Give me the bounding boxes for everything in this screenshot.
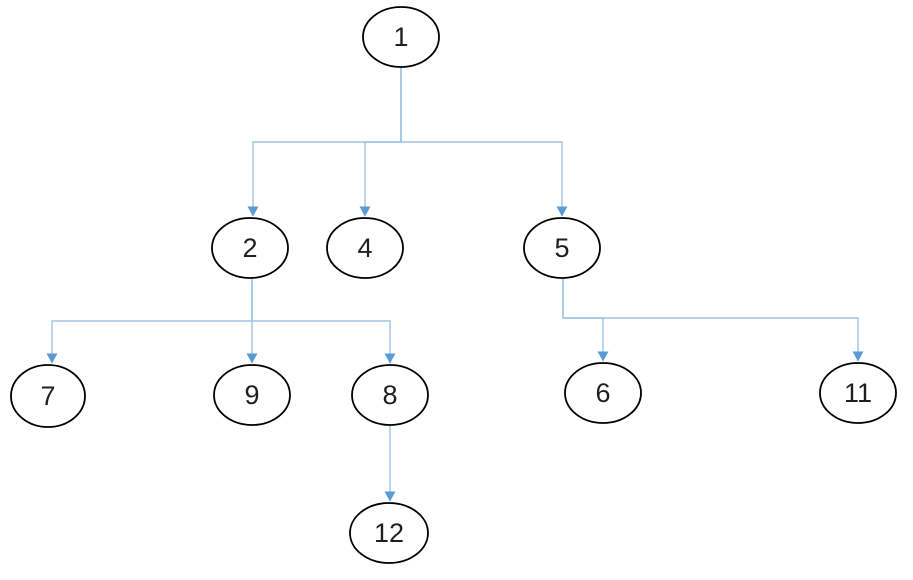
node-label-9: 9	[244, 380, 259, 410]
node-5: 5	[523, 217, 601, 279]
edge-5-6	[562, 278, 609, 362]
node-4: 4	[326, 217, 404, 279]
node-ellipse-4	[326, 217, 404, 279]
node-ellipse-2	[211, 217, 289, 279]
node-label-4: 4	[357, 233, 372, 263]
node-ellipse-8	[351, 364, 429, 426]
node-ellipse-7	[10, 364, 86, 428]
node-ellipse-11	[819, 362, 897, 424]
node-2: 2	[211, 217, 289, 279]
edge-2-7	[46, 278, 253, 364]
node-ellipse-9	[213, 364, 291, 426]
node-label-5: 5	[554, 233, 569, 263]
edge-1-4	[359, 67, 402, 217]
edge-5-11	[562, 278, 864, 362]
node-6: 6	[564, 362, 642, 424]
node-label-1: 1	[393, 22, 408, 52]
node-11: 11	[819, 362, 897, 424]
node-7: 7	[10, 364, 86, 428]
node-label-11: 11	[844, 378, 872, 408]
node-label-2: 2	[242, 233, 257, 263]
node-ellipse-12	[349, 502, 429, 564]
node-ellipse-5	[523, 217, 601, 279]
node-label-7: 7	[40, 381, 55, 411]
node-8: 8	[351, 364, 429, 426]
node-9: 9	[213, 364, 291, 426]
edge-1-5	[400, 67, 568, 217]
node-ellipse-1	[362, 6, 440, 68]
node-label-8: 8	[382, 380, 397, 410]
node-12: 12	[349, 502, 429, 564]
edge-2-8	[251, 278, 396, 364]
node-ellipse-6	[564, 362, 642, 424]
node-1: 1	[362, 6, 440, 68]
node-label-12: 12	[374, 518, 404, 548]
node-label-6: 6	[595, 378, 610, 408]
